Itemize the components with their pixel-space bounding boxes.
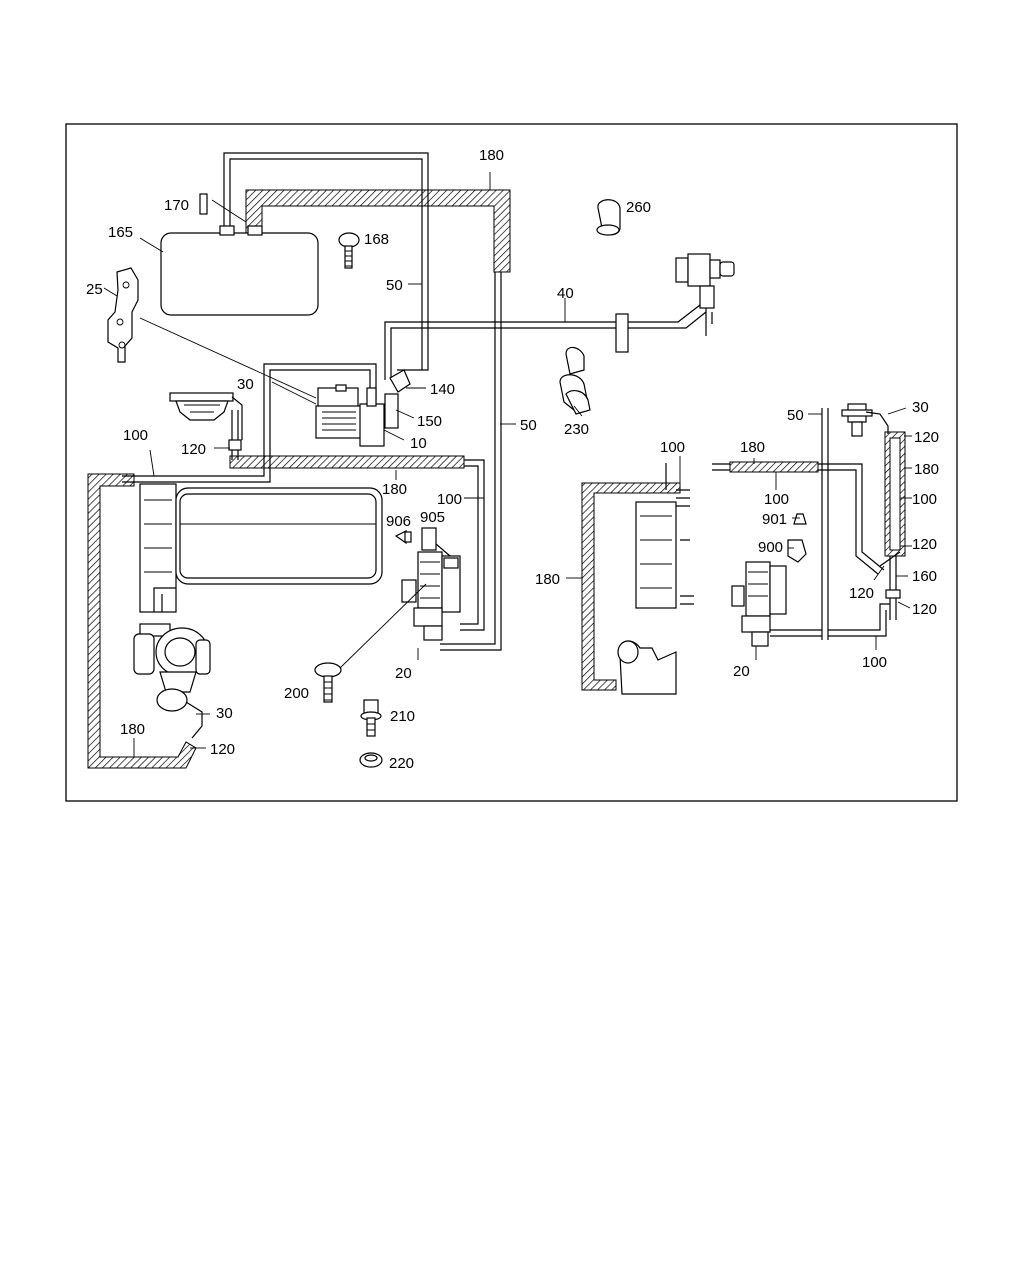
callout-labels: 180 170 165 168 260 25 50 40 30 140 150 … (86, 147, 939, 772)
part-170 (199, 193, 208, 215)
detail-b-lines (712, 408, 890, 640)
hose-180-mid (229, 455, 465, 469)
part-220-grommet (359, 752, 383, 768)
part-intake-housing (139, 483, 383, 613)
callout-100-r: 100 (912, 491, 937, 508)
detail-b-actuator-30 (841, 403, 889, 437)
callout-165: 165 (108, 224, 133, 241)
callout-900: 900 (758, 539, 783, 556)
callout-260: 260 (626, 199, 651, 216)
callout-120-r4: 120 (912, 601, 937, 618)
hose-180-top (245, 189, 511, 273)
callout-170: 170 (164, 197, 189, 214)
callout-905: 905 (420, 509, 445, 526)
leader-lines (103, 172, 912, 757)
callout-20-a: 20 (395, 665, 412, 682)
callout-180-r3: 180 (914, 461, 939, 478)
hose-50-loop (223, 152, 429, 371)
callout-180-mid: 180 (382, 481, 407, 498)
diagram-frame (65, 123, 958, 802)
callout-168: 168 (364, 231, 389, 248)
callout-120-r2: 120 (912, 536, 937, 553)
callout-906: 906 (386, 513, 411, 530)
part-230-clips (559, 346, 591, 415)
part-40-connector (615, 253, 735, 353)
callout-50-top: 50 (386, 277, 403, 294)
callout-100-d: 100 (764, 491, 789, 508)
callout-40: 40 (557, 285, 574, 302)
callout-180-bl: 180 (120, 721, 145, 738)
part-200-screw (314, 662, 342, 703)
part-25-bracket (107, 267, 139, 363)
hose-50-vertical (440, 272, 502, 651)
part-906-905 (394, 527, 451, 557)
callout-180-top: 180 (479, 147, 504, 164)
callout-100-a: 100 (123, 427, 148, 444)
part-260-clip (596, 199, 621, 236)
callout-160: 160 (912, 568, 937, 585)
hose-100-right (460, 459, 485, 631)
callout-230: 230 (564, 421, 589, 438)
detail-b-tee-160 (879, 551, 901, 620)
callout-10: 10 (410, 435, 427, 452)
callout-30-r: 30 (912, 399, 929, 416)
detail-b-hose-180-vertical (884, 431, 906, 557)
callout-100-bot: 100 (862, 654, 887, 671)
callout-140: 140 (430, 381, 455, 398)
callout-120-a: 120 (181, 441, 206, 458)
callout-200: 200 (284, 685, 309, 702)
callout-50-mid: 50 (520, 417, 537, 434)
callout-20-b: 20 (733, 663, 750, 680)
callout-120-b: 120 (210, 741, 235, 758)
detail-b-valve-20 (731, 513, 807, 647)
callout-30-b: 30 (216, 705, 233, 722)
part-30-vacuum-unit (169, 392, 243, 440)
callout-120-r3: 120 (849, 585, 874, 602)
part-168-screw (338, 232, 360, 269)
part-140-150-tee (384, 369, 411, 429)
callout-180-r2: 180 (535, 571, 560, 588)
part-165-reservoir (160, 225, 319, 316)
callout-210: 210 (390, 708, 415, 725)
hose-100-left (122, 363, 377, 483)
callout-120-r1: 120 (914, 429, 939, 446)
callout-220: 220 (389, 755, 414, 772)
callout-901: 901 (762, 511, 787, 528)
hose-40 (384, 304, 707, 380)
part-turbo-actuator (133, 623, 211, 739)
callout-50-r: 50 (787, 407, 804, 424)
callout-30-a: 30 (237, 376, 254, 393)
detail-a-hose-180 (581, 482, 681, 691)
detail-a-housing (617, 463, 694, 695)
callout-100-b: 100 (437, 491, 462, 508)
callout-100-c: 100 (660, 439, 685, 456)
part-20-valve-left (401, 551, 461, 641)
callout-150: 150 (417, 413, 442, 430)
callout-25: 25 (86, 281, 103, 298)
part-10-valve (315, 384, 385, 447)
part-210-bolt (360, 699, 382, 737)
hose-180-left (87, 473, 197, 769)
hose-120-left (228, 410, 242, 460)
callout-180-r1: 180 (740, 439, 765, 456)
